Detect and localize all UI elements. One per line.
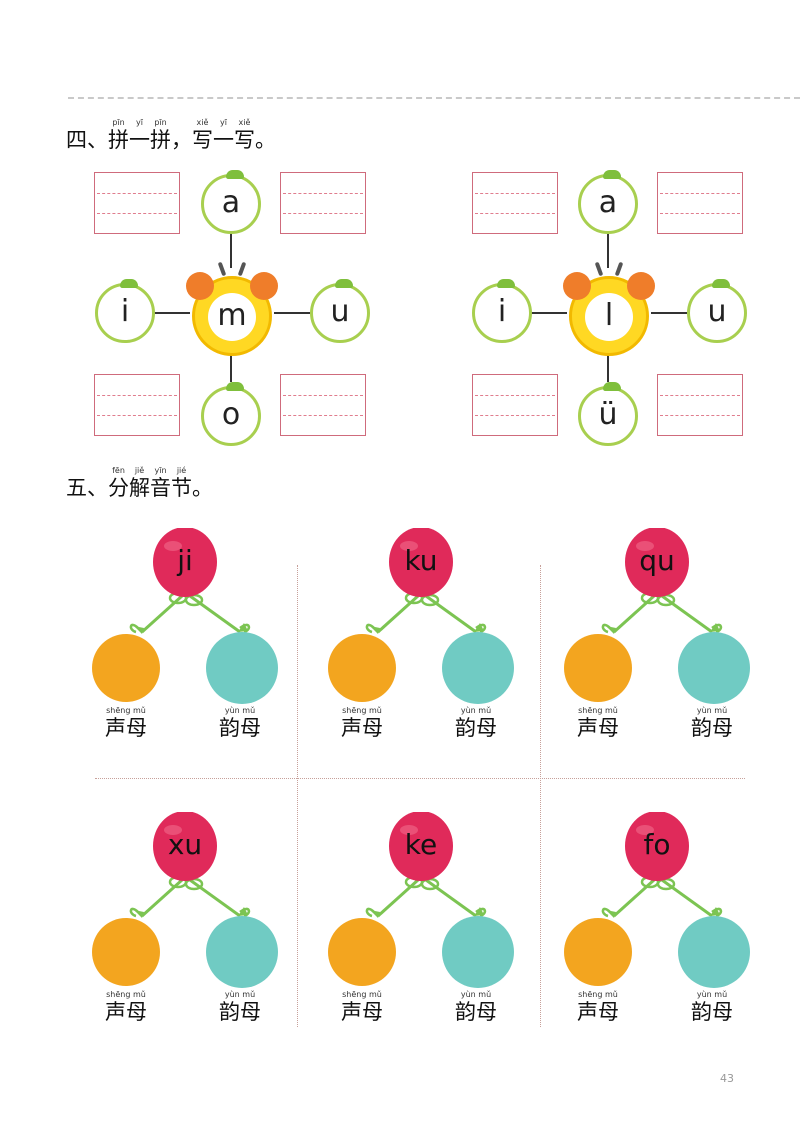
balloon-graphic [564, 812, 750, 988]
syllable-text: ji [177, 544, 193, 577]
writing-box[interactable] [94, 172, 180, 234]
connector-line [230, 232, 232, 268]
final-bubble-right: u [310, 279, 370, 343]
syllable-text: ke [404, 828, 438, 861]
page-number: 43 [720, 1072, 734, 1085]
initial-balloon [328, 634, 396, 702]
section-5-number: 五、 [66, 476, 108, 500]
final-balloon [678, 916, 750, 988]
final-balloon [206, 916, 278, 988]
initial-balloon [564, 918, 632, 986]
final-bubble-right: u [687, 279, 747, 343]
balloon-graphic [92, 812, 278, 988]
connector-line [607, 346, 609, 382]
title-period: 。 [192, 476, 213, 500]
grid-divider [297, 565, 298, 1027]
writing-box[interactable] [657, 172, 743, 234]
title-period: 。 [255, 128, 276, 152]
balloon-graphic [328, 528, 514, 704]
top-dashed-rule [68, 97, 800, 99]
balloon-graphic [328, 812, 514, 988]
writing-box[interactable] [94, 374, 180, 436]
initial-letter: m [217, 297, 247, 333]
connector-line [154, 312, 190, 314]
final-balloon [678, 632, 750, 704]
final-bubble-bottom: ü [578, 382, 638, 446]
final-bubble-left: i [95, 279, 155, 343]
syllable-text: qu [639, 544, 675, 577]
syllable-text: xu [167, 828, 203, 861]
final-bubble-top: a [201, 170, 261, 234]
balloon-graphic [92, 528, 278, 704]
initial-balloon [564, 634, 632, 702]
initial-letter: l [604, 297, 614, 333]
final-bubble-bottom: o [201, 382, 261, 446]
initial-balloon [328, 918, 396, 986]
section-4-number: 四、 [66, 128, 108, 152]
connector-line [651, 312, 687, 314]
final-balloon [442, 632, 514, 704]
writing-box[interactable] [657, 374, 743, 436]
syllable-text: fo [643, 828, 671, 861]
writing-box[interactable] [280, 374, 366, 436]
connector-line [230, 346, 232, 382]
syllable-text: ku [404, 544, 438, 577]
balloon-graphic [564, 528, 750, 704]
grid-divider [540, 565, 541, 1027]
connector-line [531, 312, 567, 314]
final-balloon [442, 916, 514, 988]
connector-line [607, 232, 609, 268]
initial-balloon [92, 918, 160, 986]
final-bubble-left: i [472, 279, 532, 343]
grid-divider [95, 778, 745, 779]
final-balloon [206, 632, 278, 704]
writing-box[interactable] [280, 172, 366, 234]
writing-box[interactable] [472, 374, 558, 436]
writing-box[interactable] [472, 172, 558, 234]
final-bubble-top: a [578, 170, 638, 234]
initial-balloon [92, 634, 160, 702]
bee-initial: l [563, 261, 655, 362]
title-comma: ， [171, 128, 192, 152]
bee-initial: m [186, 261, 278, 362]
connector-line [274, 312, 310, 314]
